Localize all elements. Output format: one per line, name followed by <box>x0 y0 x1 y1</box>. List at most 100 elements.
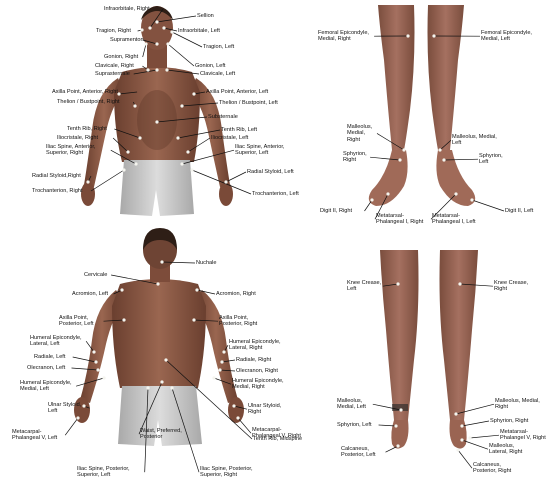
label-trochanterion-right: Trochanterion, Right <box>32 188 82 194</box>
label-olecranon-left: Olecranon, Left <box>27 365 65 371</box>
marker-olecranon-right <box>218 368 221 371</box>
label-digit2-left: Digit II, Left <box>505 208 533 214</box>
marker-gonion-right <box>144 42 147 45</box>
marker-radiale-left <box>94 360 97 363</box>
label-clavicale-right: Clavicale, Right <box>95 63 134 69</box>
label-metatarsal-1-right: Metatarsal- Phalangeal I, Right <box>376 213 423 226</box>
marker-substernale <box>155 120 158 123</box>
label-waist-posterior: Waist, Preferred, Posterior <box>140 428 182 441</box>
label-knee-left: Knee Crease, Left <box>347 280 381 293</box>
back-upper-body <box>74 228 244 446</box>
marker-thelion-right <box>133 104 136 107</box>
label-sphyrion-left-b: Sphyrion, Left <box>337 422 372 428</box>
marker-gonion-left <box>166 42 169 45</box>
marker-humeral-lat-left <box>92 350 95 353</box>
marker-calcaneus-left <box>396 444 399 447</box>
leader-calcaneus-right <box>458 450 472 468</box>
marker-ulnar-left <box>82 404 85 407</box>
front-lower-legs <box>369 5 475 206</box>
marker-calcaneus-right <box>456 448 459 451</box>
label-trochanterion-left: Trochanterion, Left <box>252 191 299 197</box>
label-femoral-medial-left: Femoral Epicondyle, Medial, Left <box>481 30 532 43</box>
marker-clavicale-right <box>146 68 149 71</box>
marker-nuchale <box>160 260 163 263</box>
marker-infraorbitale-left <box>162 26 165 29</box>
label-nuchale: Nuchale <box>196 260 217 266</box>
marker-iliac-ant-left <box>180 162 183 165</box>
label-knee-right: Knee Crease, Right <box>494 280 528 293</box>
label-tragion-left: Tragion, Left <box>203 44 234 50</box>
label-radial-styloid-right: Radial Styloid,Right <box>32 173 81 179</box>
marker-knee-right <box>458 282 461 285</box>
label-iliac-ant-left: Iliac Spine, Anterior, Superior, Left <box>235 144 284 157</box>
marker-ulnar-right <box>232 404 235 407</box>
label-supramenton: Supramenton <box>110 37 144 43</box>
marker-iliac-post-left <box>146 386 149 389</box>
label-axilla-post-left: Axilla Point, Posterior, Left <box>59 315 94 328</box>
marker-sphyrion-left-b <box>394 424 397 427</box>
label-infraorbitale-right: Infraorbitale, Right <box>104 6 150 12</box>
label-sellion: Sellion <box>197 13 214 19</box>
label-iliac-post-right: Iliac Spine, Posterior, Superior, Right <box>200 466 253 479</box>
marker-axilla-post-left <box>122 318 125 321</box>
leader-radial-styloid-left <box>226 172 246 182</box>
label-clavicale-left: Clavicale, Left <box>200 71 235 77</box>
label-calcaneus-right: Calcaneus, Posterior, Right <box>473 462 511 475</box>
marker-clavicale-left <box>165 68 168 71</box>
leader-gonion-right <box>143 44 146 57</box>
marker-malleolus-med-right <box>454 412 457 415</box>
label-humeral-med-left: Humeral Epicondyle, Medial, Left <box>20 380 72 393</box>
label-malleolus-medial-left: Malleolus, Medial, Left <box>452 134 497 147</box>
label-iliocristale-right: Iliocristale, Right <box>57 135 98 141</box>
label-infraorbitale-left: Infraorbitale, Left <box>178 28 220 34</box>
marker-femoral-medial-right <box>406 34 409 37</box>
marker-humeral-lat-right <box>222 350 225 353</box>
marker-thelion-left <box>180 104 183 107</box>
marker-radial-styloid-right <box>86 180 89 183</box>
marker-sphyrion-right-b <box>460 424 463 427</box>
marker-iliac-ant-right <box>134 162 137 165</box>
marker-iliac-post-right <box>170 386 173 389</box>
marker-tenth-rib-mid <box>164 358 167 361</box>
marker-femoral-medial-left <box>432 34 435 37</box>
label-malleolus-medial-right: Malleolus, Medial, Right <box>347 124 372 143</box>
label-radiale-right: Radiale, Right <box>236 357 271 363</box>
label-metatarsal5-right: Metatarsal- Phalangel V, Right <box>500 429 546 442</box>
leader-sphyrion-right-b <box>462 421 489 426</box>
label-humeral-lat-right: Humeral Epicondyle, Lateral, Right <box>229 339 281 352</box>
marker-malleolus-lat-right <box>460 438 463 441</box>
label-gonion-left: Gonion, Left <box>195 63 225 69</box>
marker-trochanterion-left <box>190 168 193 171</box>
label-cervicale: Cervicale <box>84 272 107 278</box>
label-sphyrion-right-b: Sphyrion, Right <box>490 418 528 424</box>
label-axilla-ant-left: Axilla Point, Anterior, Left <box>206 89 268 95</box>
marker-metatarsal-1-left <box>454 192 457 195</box>
label-iliocristale-left: Iliocristale, Left <box>211 135 248 141</box>
label-tenth-rib-left: Tenth Rib, Left <box>221 127 257 133</box>
marker-malleolus-med-left <box>399 408 402 411</box>
marker-axilla-post-right <box>192 318 195 321</box>
marker-knee-left <box>396 282 399 285</box>
marker-humeral-med-left <box>102 376 105 379</box>
label-tenth-rib-mid: Tenth Rib, Midspine <box>253 436 302 442</box>
back-lower-legs <box>380 250 478 449</box>
leader-malleolus-lat-right <box>462 440 488 449</box>
marker-waist-posterior <box>160 380 163 383</box>
marker-metatarsal5-right <box>468 436 471 439</box>
leader-metatarsal5-right <box>470 435 499 438</box>
marker-sphyrion-left <box>442 158 445 161</box>
label-malleolus-med-right: Malleolus, Medial, Right <box>495 398 540 411</box>
leader-gonion-left <box>168 44 194 66</box>
label-sphyrion-right: Sphyrion, Right <box>343 151 367 164</box>
marker-tenth-rib-right <box>138 136 141 139</box>
label-substernale: Substernale <box>208 114 238 120</box>
leader-calcaneus-left <box>386 446 399 452</box>
label-humeral-lat-left: Humeral Epicondyle, Lateral, Left <box>30 335 82 348</box>
label-sphyrion-left: Sphyrion, Left <box>479 153 503 166</box>
marker-radiale-right <box>220 360 223 363</box>
front-upper-body <box>81 6 233 216</box>
marker-tenth-rib-left <box>176 136 179 139</box>
label-tragion-right: Tragion, Right <box>96 28 131 34</box>
label-metacarpal-left: Metacarpal- Phalangeal V, Left <box>12 429 57 442</box>
label-acromion-right: Acromion, Right <box>216 291 256 297</box>
